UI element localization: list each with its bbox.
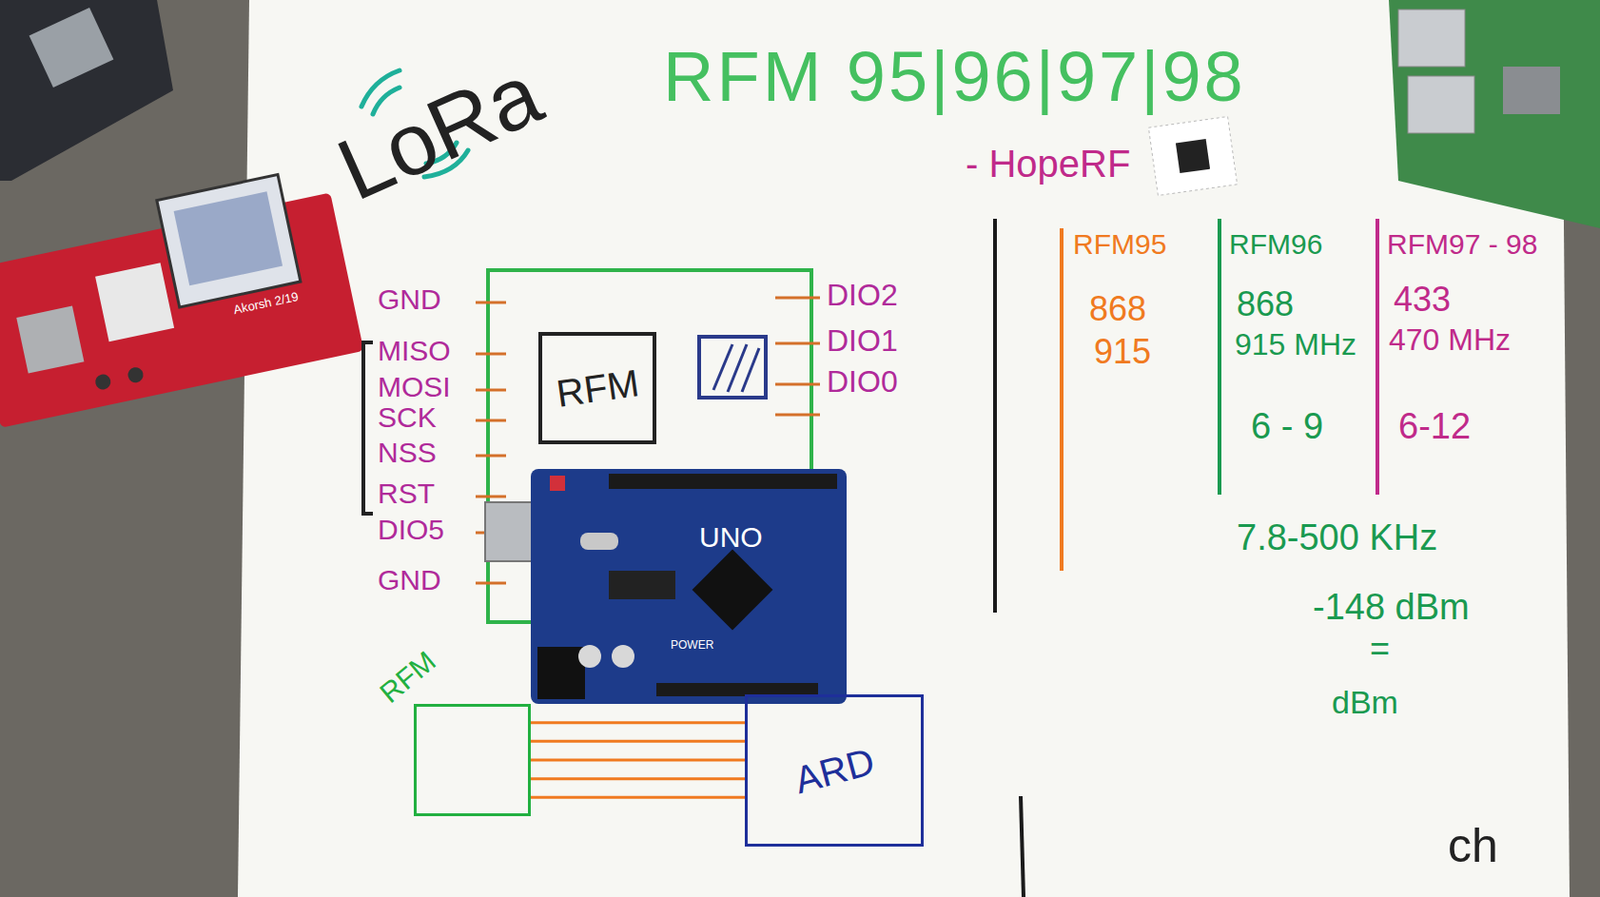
board-silkscreen: POWER [670, 639, 714, 652]
pin-name: NSS [377, 436, 437, 469]
table-cell: 433 [1393, 280, 1451, 319]
pin-name: DIO2 [826, 278, 898, 313]
wire [530, 760, 745, 761]
table-cell: -148 dBm [1312, 587, 1470, 628]
divider-line [993, 218, 997, 613]
column-line [1059, 228, 1064, 571]
rfm-box: RFM [413, 703, 531, 817]
table-cell: 6 - 9 [1250, 407, 1324, 448]
node-text: RFM [553, 361, 642, 415]
usb-port [1407, 76, 1475, 134]
pin-name: GND [377, 564, 442, 596]
table-cell: 915 MHz [1234, 328, 1357, 362]
node-text: ARD [790, 740, 879, 801]
bracket [363, 342, 373, 514]
pin-name: MISO [377, 334, 451, 367]
wire [530, 797, 745, 799]
table-cell: 6-12 [1398, 407, 1471, 448]
table-cell: 470 MHz [1388, 323, 1511, 357]
table-cell: 868 [1236, 285, 1294, 324]
wire [530, 741, 745, 742]
divider-line [1020, 796, 1024, 897]
usb-port [1398, 9, 1465, 67]
pin-name: GND [377, 283, 442, 315]
column-line [1375, 218, 1380, 495]
pin-name: MOSI [377, 370, 451, 403]
table-header: RFM95 [1073, 228, 1167, 260]
table-cell: 868 [1089, 290, 1147, 329]
table-cell: 7.8-500 KHz [1236, 518, 1438, 559]
board-silkscreen: UNO [699, 521, 763, 553]
heatsink [1502, 66, 1561, 115]
pin-name: DIO1 [826, 324, 898, 358]
rfm-module-photo [1148, 117, 1237, 196]
pin-name: DIO0 [826, 365, 898, 399]
watermark: ch [1447, 819, 1499, 873]
table-cell: 915 [1093, 332, 1152, 371]
arduino-board [485, 468, 847, 704]
raspberry-pi [1388, 0, 1600, 229]
esp-board [0, 0, 174, 181]
antenna-pad [699, 336, 766, 398]
wire [530, 721, 745, 723]
column-line [1217, 218, 1222, 495]
pin-name: RST [377, 477, 435, 509]
table-header: RFM97 - 98 [1386, 228, 1538, 260]
red-board [0, 164, 364, 429]
title: RFM 95|96|97|98 [663, 38, 1247, 116]
paper-sheet [237, 0, 1570, 897]
arduino-box: ARD [744, 694, 924, 847]
pin-name: DIO5 [377, 513, 445, 546]
chip-box: RFM [538, 331, 657, 445]
table-cell: = [1369, 629, 1390, 668]
table-cell: dBm [1331, 684, 1399, 721]
pin-name: SCK [377, 401, 437, 433]
table-header: RFM96 [1229, 228, 1323, 260]
esp-shield [29, 7, 115, 88]
wire [530, 778, 745, 780]
brand-text: - HopeRF [965, 142, 1131, 185]
